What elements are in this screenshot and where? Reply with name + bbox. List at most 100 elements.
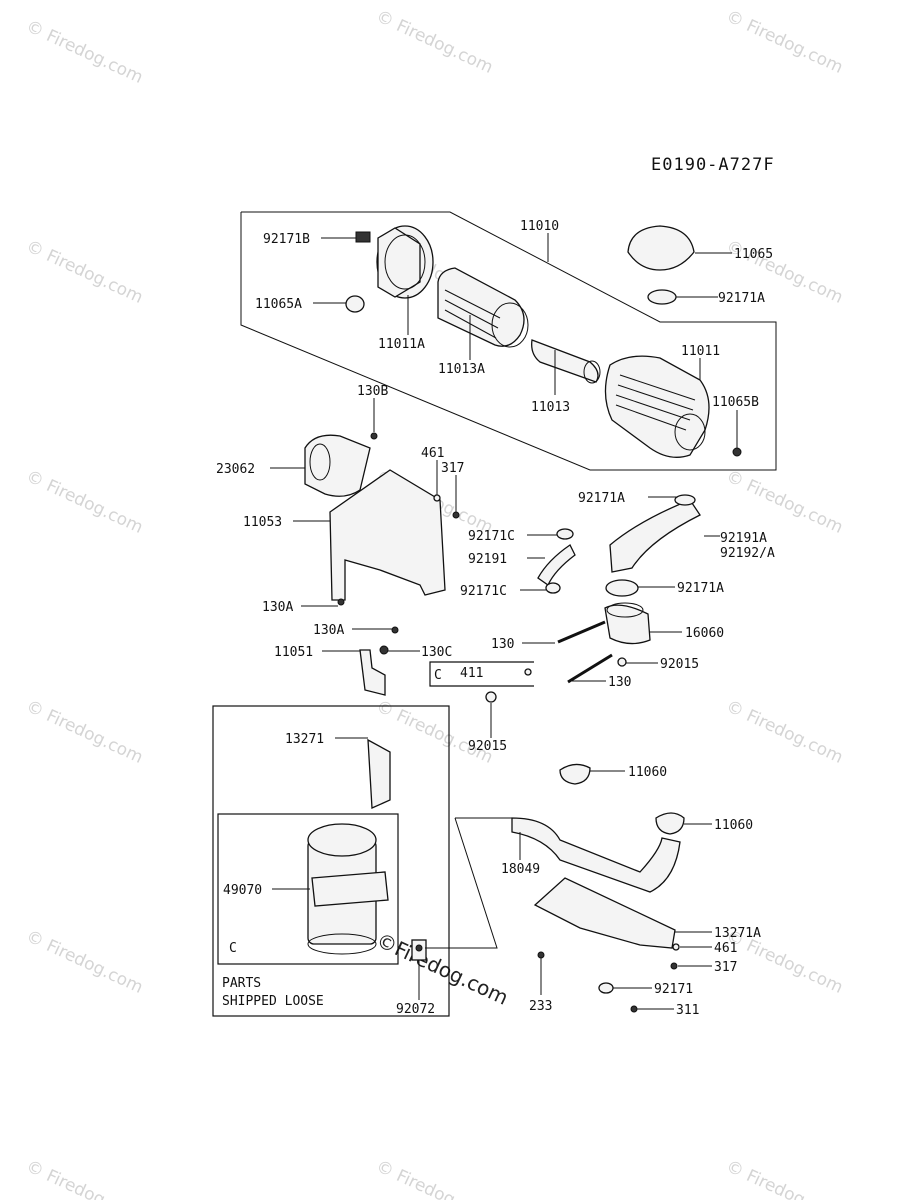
clamp-92171A-mid: [674, 494, 696, 506]
clamp-11065A: [345, 295, 365, 313]
label-130-a: 130: [491, 637, 514, 652]
washer-461-low: [672, 943, 680, 951]
muffler-49070: [307, 823, 389, 955]
label-11011A: 11011A: [378, 337, 425, 352]
label-13271: 13271: [285, 732, 324, 747]
nut-317-top: [452, 511, 460, 519]
watermark-text: © Firedog.com: [723, 696, 846, 768]
label-11065A: 11065A: [255, 297, 302, 312]
nut-92015-a: [617, 657, 627, 667]
watermark-text: © Firedog.com: [373, 1156, 496, 1200]
part-labels: 92171B 11010 11065 11065A 92171A 11011A …: [216, 219, 775, 1018]
hose-92191: [537, 544, 576, 586]
clamp-92171C-b: [545, 582, 561, 594]
label-92192A: 92192/A: [720, 546, 775, 561]
bracket-11051: [359, 649, 386, 696]
gasket-11060-b: [655, 812, 685, 835]
label-92191A: 92191A: [720, 531, 767, 546]
label-130A-b: 130A: [313, 623, 344, 638]
watermark-main: ©Firedog.com: [373, 928, 512, 1010]
bolt-130C: [379, 645, 389, 655]
label-461-top: 461: [421, 446, 444, 461]
clamp-92171C-a: [556, 528, 574, 540]
hose-92191A: [609, 499, 701, 573]
watermark-text: © Firedog.com: [23, 16, 146, 88]
label-92072: 92072: [396, 1002, 435, 1017]
label-461-low: 461: [714, 941, 737, 956]
label-130-b: 130: [608, 675, 631, 690]
element-11013A: [437, 267, 529, 348]
valve-11065B: [732, 447, 742, 457]
label-317-top: 317: [441, 461, 464, 476]
label-130C: 130C: [421, 645, 452, 660]
air-cleaner-group-outline: [240, 211, 777, 471]
label-92171: 92171: [654, 982, 693, 997]
label-11013A: 11013A: [438, 362, 485, 377]
label-11010: 11010: [520, 219, 559, 234]
label-233: 233: [529, 999, 552, 1014]
label-130A-a: 130A: [262, 600, 293, 615]
watermark-text: © Firedog.com: [23, 236, 146, 308]
label-317-low: 317: [714, 960, 737, 975]
label-c-group: C: [434, 668, 442, 683]
label-92171A-mid: 92171A: [578, 491, 625, 506]
label-92171B: 92171B: [263, 232, 310, 247]
nut-411: [524, 668, 532, 676]
watermark-text: © Firedog.com: [23, 1156, 146, 1200]
label-23062: 23062: [216, 462, 255, 477]
exhaust-pipe-18049: [511, 817, 681, 893]
label-11051: 11051: [274, 645, 313, 660]
watermark-text: © Firedog.com: [373, 696, 496, 768]
label-311: 311: [676, 1003, 699, 1018]
label-11060-b: 11060: [714, 818, 753, 833]
label-92191: 92191: [468, 552, 507, 567]
cover-23062: [304, 434, 371, 497]
label-18049: 18049: [501, 862, 540, 877]
label-11053: 11053: [243, 515, 282, 530]
watermark-text: © Firedog.com: [23, 926, 146, 998]
pipe-16060: [604, 602, 651, 645]
bracket-13271A: [533, 877, 676, 949]
label-c-muffler: C: [229, 941, 237, 956]
label-11065: 11065: [734, 247, 773, 262]
label-92171A-low: 92171A: [677, 581, 724, 596]
label-11060-a: 11060: [628, 765, 667, 780]
screw-311: [630, 1005, 638, 1013]
watermark-text: © Firedog.com: [373, 6, 496, 78]
watermark-text: © Firedog.com: [723, 466, 846, 538]
parts-shipped-loose-box: [212, 705, 450, 1017]
watermark-text: © Firedog.com: [23, 466, 146, 538]
label-49070: 49070: [223, 883, 262, 898]
watermark-text: © Firedog.com: [23, 696, 146, 768]
clamp-92171: [598, 982, 614, 994]
watermark-text: © Firedog.com: [723, 1156, 846, 1200]
air-cleaner-cover-11011A: [376, 225, 434, 299]
bolt-130A-b: [391, 626, 399, 634]
exhaust-group-line: [425, 817, 498, 949]
bolt-130-b: [567, 653, 613, 684]
parts-note-line2: SHIPPED LOOSE: [222, 994, 324, 1009]
nut-233: [537, 951, 545, 959]
diagram-code: E0190-A727F: [651, 155, 775, 175]
parts-note-line1: PARTS: [222, 976, 261, 991]
label-411: 411: [460, 666, 483, 681]
nut-92015-b: [485, 691, 497, 703]
label-11065B: 11065B: [712, 395, 759, 410]
label-11013: 11013: [531, 400, 570, 415]
nut-317-low: [670, 962, 678, 970]
bracket-13271: [367, 738, 391, 809]
bolt-130A-a: [337, 598, 345, 606]
valve-92171B: [355, 231, 371, 243]
label-92171C-a: 92171C: [468, 529, 515, 544]
group-c-box: [429, 661, 534, 687]
bolt-130B: [370, 432, 378, 440]
clamp-92171A-top: [647, 289, 677, 305]
label-16060: 16060: [685, 626, 724, 641]
body-11011: [604, 355, 710, 458]
watermarks: © Firedog.com © Firedog.com © Firedog.co…: [23, 6, 846, 1200]
leader-lines: [270, 233, 738, 1010]
clamp-92171A-low: [605, 579, 639, 597]
label-130B: 130B: [357, 384, 388, 399]
